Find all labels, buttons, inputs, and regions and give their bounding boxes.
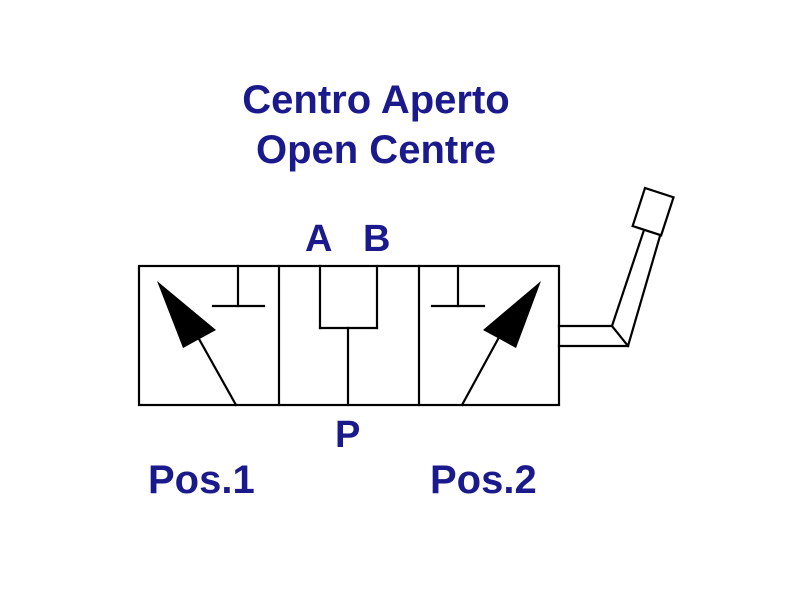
position-1-label: Pos.1: [148, 458, 255, 502]
port-p-label: P: [335, 414, 361, 456]
right-block-symbol: [430, 264, 486, 308]
port-b-label: B: [363, 218, 391, 260]
title-line-2: Open Centre: [255, 128, 497, 172]
left-arrow-head: [157, 281, 216, 348]
centre-open-path: [318, 264, 379, 407]
lever-actuator: [557, 186, 675, 348]
title-line-1: Centro Aperto: [242, 78, 510, 122]
right-flow-line: [460, 328, 505, 407]
lever-handle: [631, 186, 675, 237]
position-2-label: Pos.2: [430, 458, 537, 502]
left-flow-line: [192, 328, 238, 407]
port-a-label: A: [305, 218, 333, 260]
left-block-symbol: [211, 264, 266, 308]
right-arrow-head: [483, 281, 541, 348]
